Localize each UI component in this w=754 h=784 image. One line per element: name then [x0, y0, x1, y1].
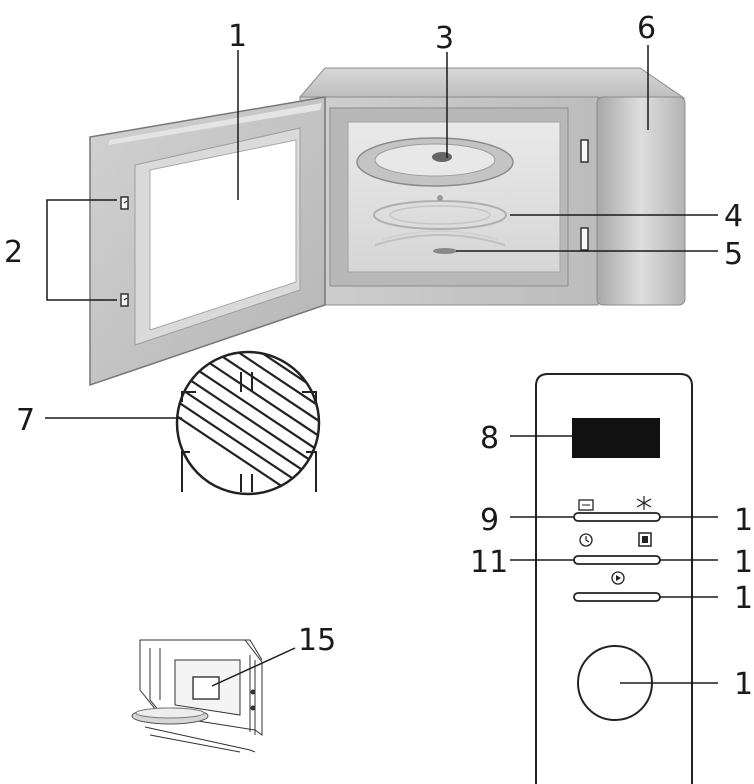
waveguide-cover	[192, 676, 220, 700]
microwave-body	[298, 67, 686, 306]
callout-1: 1	[228, 19, 247, 54]
callout-9: 9	[480, 503, 499, 538]
callout-15: 15	[298, 623, 336, 658]
callout-2: 2	[4, 235, 23, 270]
callout-13: 1	[734, 581, 753, 616]
latch-slot-lower	[580, 227, 589, 251]
callout-10: 1	[734, 503, 753, 538]
turntable-shaft	[433, 248, 457, 254]
door-window	[149, 139, 297, 331]
callout-14: 1	[734, 667, 753, 702]
defrost-snowflake-icon	[636, 496, 652, 510]
stop-square-icon	[638, 532, 652, 547]
start-button[interactable]	[573, 592, 661, 602]
leader-lines	[45, 45, 718, 687]
door-hook-lower	[120, 293, 129, 307]
callout-3: 3	[435, 21, 454, 56]
auto-menu-button[interactable]	[573, 512, 661, 522]
microwave-door	[89, 96, 326, 387]
callout-11: 11	[470, 545, 508, 580]
clock-icon	[579, 533, 593, 547]
control-panel-detail	[535, 373, 693, 784]
callout-labels: 1 2 3 4 5 6 7 8 9 1 11 1 1 1 15	[4, 11, 753, 702]
callout-4: 4	[724, 199, 743, 234]
auto-menu-icon	[578, 499, 594, 511]
callout-5: 5	[724, 237, 743, 272]
door-hook-upper	[120, 196, 129, 210]
latch-slot-upper	[580, 139, 589, 163]
callout-8: 8	[480, 421, 499, 456]
cavity-inset-view	[131, 639, 263, 753]
control-panel-housing	[596, 96, 686, 306]
callout-6: 6	[637, 11, 656, 46]
display-screen	[572, 418, 660, 458]
start-play-icon	[611, 571, 625, 585]
clock-stop-button[interactable]	[573, 555, 661, 565]
callout-12: 1	[734, 545, 753, 580]
callout-7: 7	[16, 403, 35, 438]
